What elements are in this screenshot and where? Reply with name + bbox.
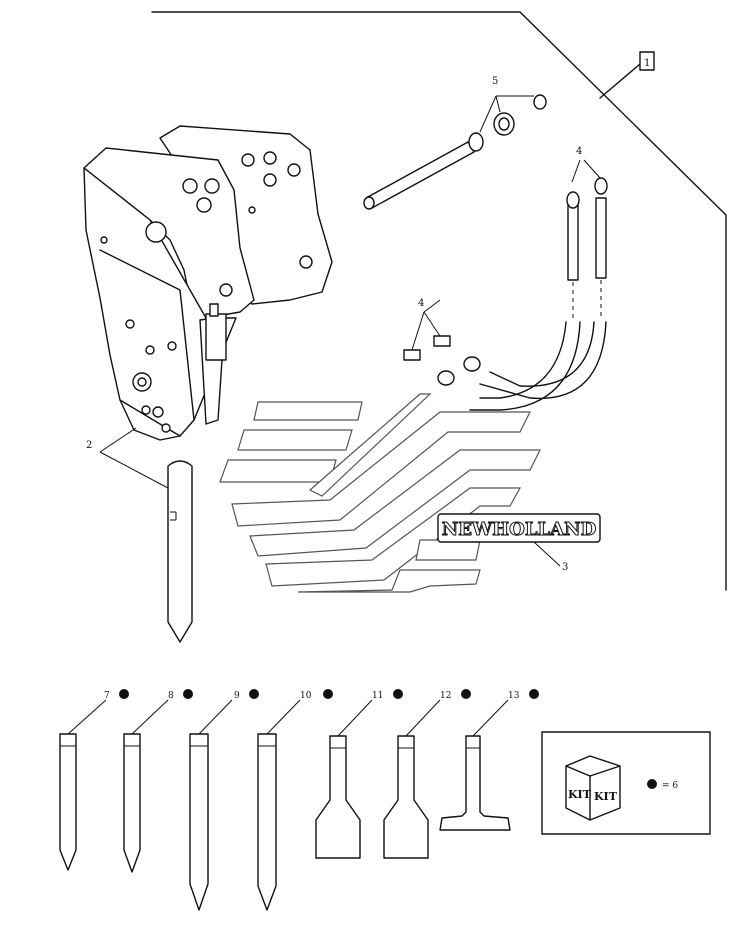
- callout-tool-10: 10: [300, 691, 312, 701]
- fitting-assembly: [403, 299, 451, 361]
- callout-tool-11: 11: [372, 691, 383, 701]
- tool-11: 11: [315, 689, 403, 859]
- kit-box: KIT KIT = 6: [541, 731, 711, 835]
- callout-frame: 1: [644, 58, 650, 69]
- callout-tool-8: 8: [168, 691, 174, 701]
- tool-10: 10: [257, 689, 333, 911]
- callout-chisel-main: 2: [86, 440, 92, 451]
- callout-tool-13: 13: [508, 691, 520, 701]
- kit-label-left: KIT: [568, 788, 592, 801]
- callout-decal: 3: [562, 562, 568, 573]
- callout-tool-9: 9: [234, 691, 240, 701]
- pin-assembly: [363, 94, 547, 210]
- callout-pin-set: 5: [492, 76, 498, 87]
- decal: NEWHOLLAND: [437, 513, 601, 567]
- hose-assembly: [437, 159, 608, 411]
- callout-tool-7: 7: [104, 691, 110, 701]
- tool-9: 9: [189, 689, 259, 911]
- tool-7: 7: [59, 689, 129, 871]
- callout-hoses: 4: [576, 146, 582, 157]
- callout-fittings: 4: [418, 298, 424, 309]
- tool-12: 12: [383, 689, 471, 859]
- callout-tool-12: 12: [440, 691, 451, 701]
- frame-outline: 1: [151, 11, 727, 591]
- tool-13: 13: [439, 689, 539, 831]
- main-chisel: [167, 460, 193, 643]
- brand-graphic: [219, 393, 541, 593]
- tool-8: 8: [123, 689, 193, 873]
- decal-text: NEWHOLLAND: [442, 519, 596, 540]
- mounting-bracket: [83, 125, 333, 441]
- kit-label-right: KIT: [594, 790, 618, 803]
- callout-kit: = 6: [662, 781, 678, 791]
